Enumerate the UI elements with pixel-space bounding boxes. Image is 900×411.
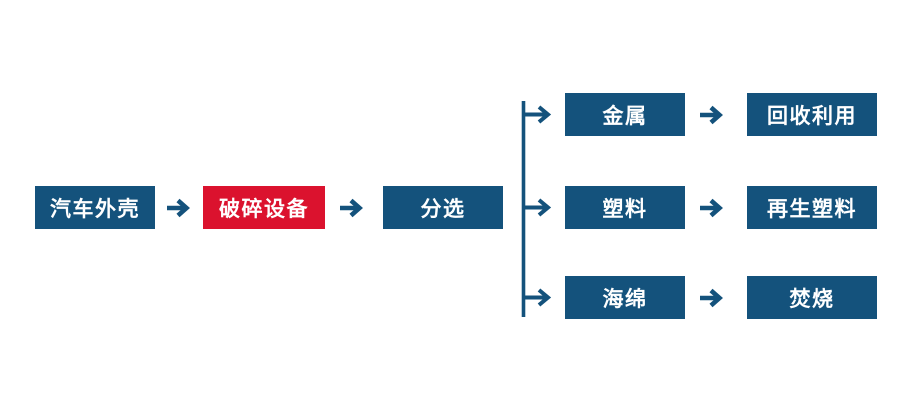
node-plastic: 塑料 xyxy=(565,186,685,229)
node-recycle: 回收利用 xyxy=(747,93,877,136)
arrow-right-icon xyxy=(340,198,363,218)
branch-connector-icon xyxy=(521,101,552,317)
arrow-right-icon xyxy=(700,105,723,125)
arrow-right-icon xyxy=(700,198,723,218)
node-metal: 金属 xyxy=(565,93,685,136)
arrow-right-icon xyxy=(700,288,723,308)
node-crusher: 破碎设备 xyxy=(203,186,325,229)
node-incineration: 焚烧 xyxy=(747,276,877,319)
node-recycled-plastic: 再生塑料 xyxy=(747,186,877,229)
node-sorting: 分选 xyxy=(383,186,503,229)
node-car-shell: 汽车外壳 xyxy=(35,186,155,229)
node-sponge: 海绵 xyxy=(565,276,685,319)
arrow-right-icon xyxy=(167,198,190,218)
